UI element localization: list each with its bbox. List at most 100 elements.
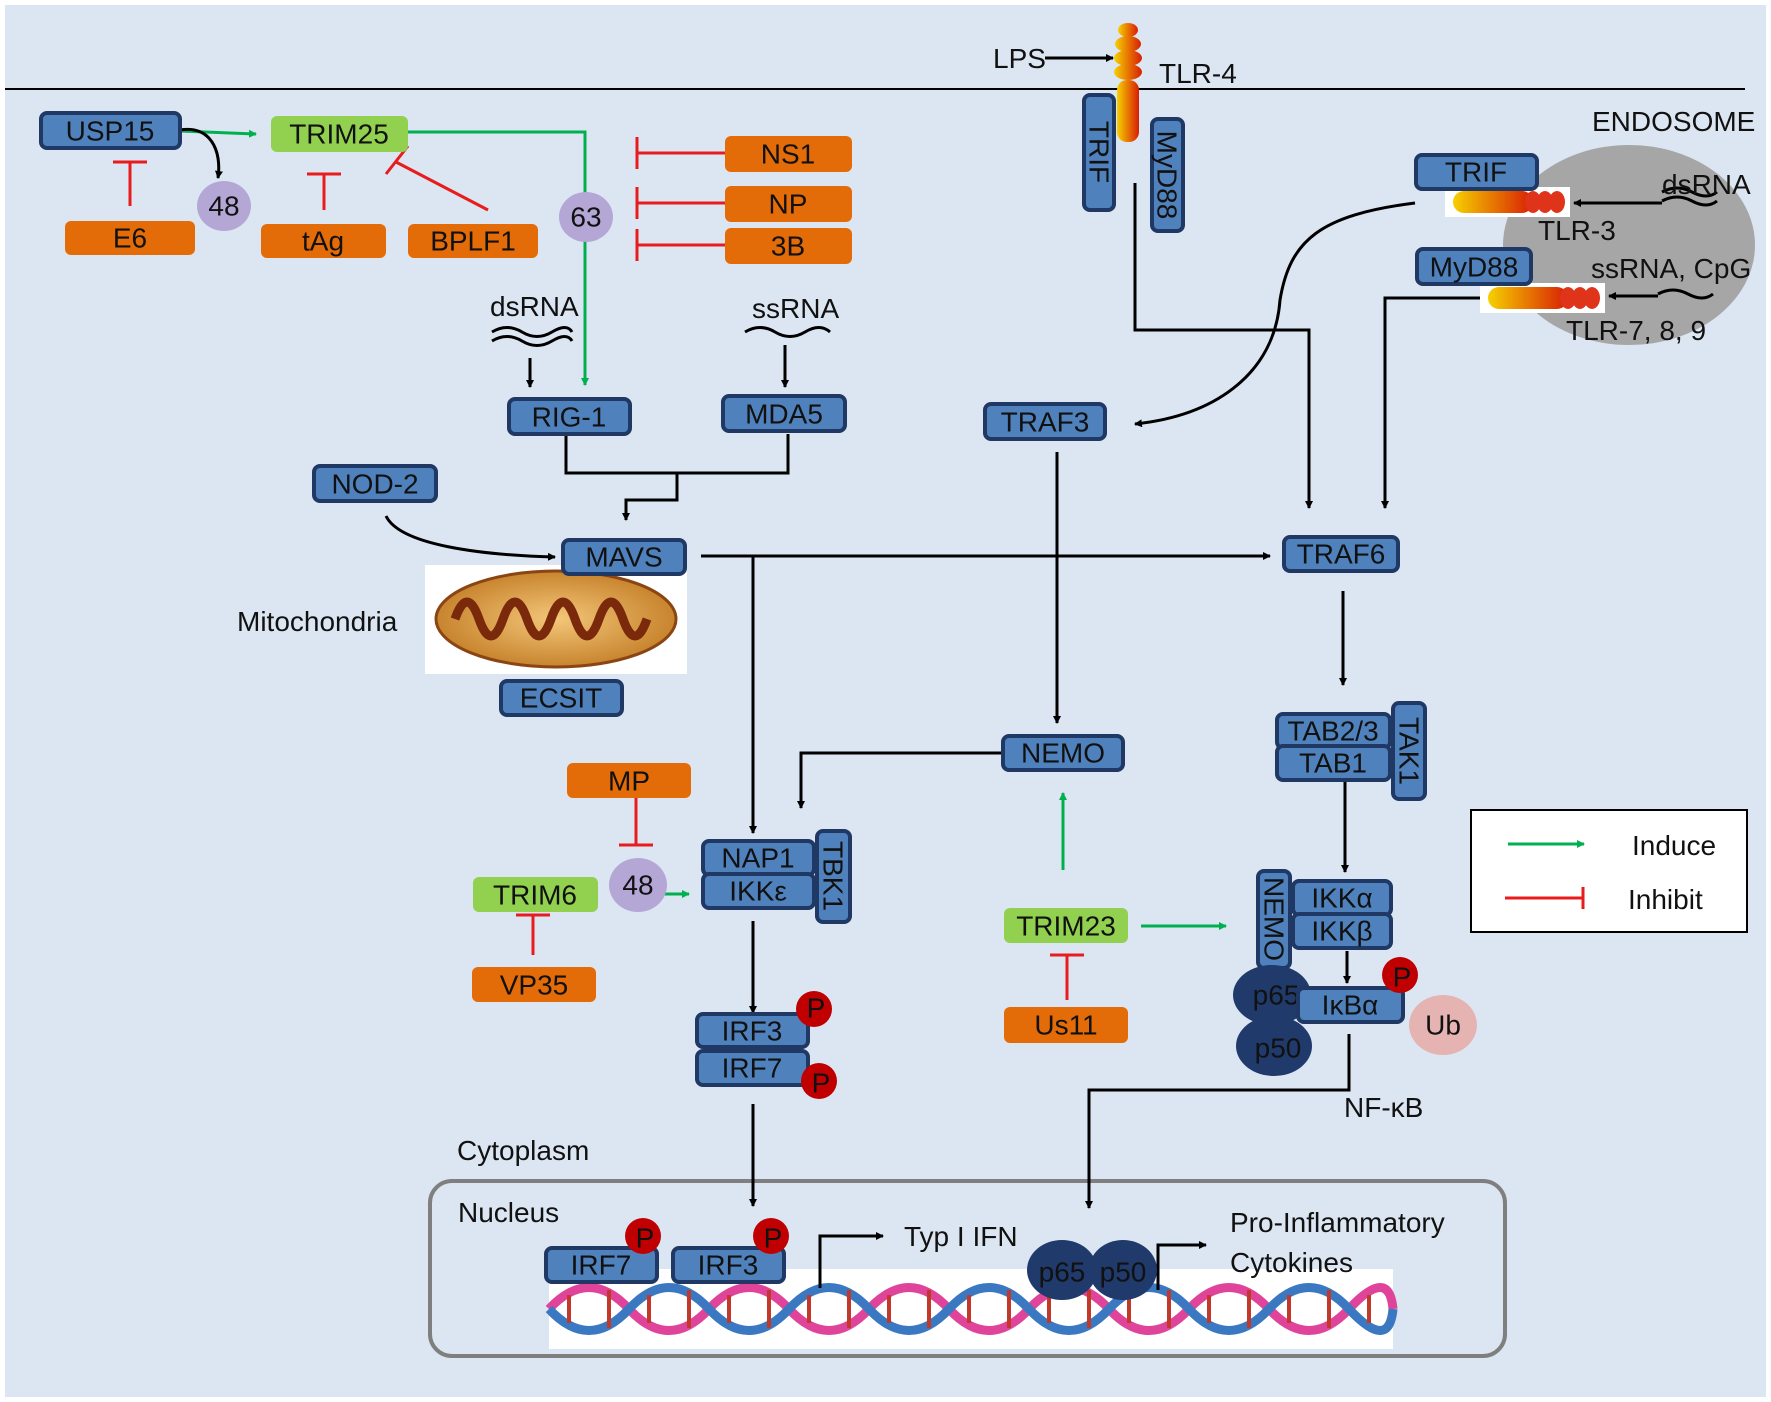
us11-box: Us11 [1004,1007,1128,1043]
svg-text:USP15: USP15 [66,116,155,147]
p50-nuclear: p50 [1089,1240,1157,1300]
tag-box: tAg [261,224,386,258]
p65-cyto: p65 [1233,965,1311,1025]
ikke-box: IKKε [701,872,816,910]
dsrna-label: dsRNA [490,291,579,322]
e6-box: E6 [65,221,195,255]
svg-text:Ub: Ub [1425,1010,1461,1041]
irf3-box: IRF3 [695,1012,810,1049]
p65-nuclear: p65 [1027,1240,1097,1300]
irf3-nuclear-phospho: P [753,1218,789,1254]
ikba-box: IκBα [1296,986,1405,1024]
svg-text:48: 48 [622,870,653,901]
pro-inflammatory-label: Pro-Inflammatory [1230,1207,1445,1238]
tab1-box: TAB1 [1275,744,1392,782]
traf6-box: TRAF6 [1282,535,1400,573]
svg-text:TRAF6: TRAF6 [1297,539,1386,570]
irf3-phospho: P [796,991,832,1027]
trim25-box: TRIM25 [271,116,408,152]
svg-text:NP: NP [769,189,808,220]
tlr4-receptor [1114,23,1142,142]
svg-text:TAB1: TAB1 [1299,748,1367,779]
np-box: NP [725,186,852,222]
cytokines-label: Cytokines [1230,1247,1353,1278]
tab23-box: TAB2/3 [1275,712,1392,750]
tlr3-receptor [1445,187,1570,217]
k63-ubiquitin-chain: 63 [559,192,613,242]
svg-text:TRIM6: TRIM6 [493,880,577,911]
svg-text:IκBα: IκBα [1322,990,1379,1021]
ssrna-label: ssRNA [752,293,839,324]
svg-text:tAg: tAg [302,226,344,257]
svg-text:Us11: Us11 [1034,1010,1097,1041]
irf7-phospho: P [801,1063,837,1099]
tlr3-label: TLR-3 [1538,215,1616,246]
endosome-dsrna-label: dsRNA [1662,169,1751,200]
svg-text:ECSIT: ECSIT [520,683,602,714]
tbk1-box: TBK1 [815,829,852,924]
trim6-box: TRIM6 [473,877,598,912]
legend: Induce Inhibit [1470,809,1748,933]
mitochondria-label: Mitochondria [237,606,398,637]
myd88-tlr4-box: MyD88 [1150,117,1185,233]
endosome-ssrna-label: ssRNA, CpG [1591,253,1751,284]
svg-text:48: 48 [208,191,239,222]
svg-text:NAP1: NAP1 [721,843,794,874]
svg-text:IKKα: IKKα [1311,883,1372,914]
svg-text:NS1: NS1 [761,139,815,170]
irf3-nuclear-box: IRF3 [671,1246,786,1284]
rig1-box: RIG-1 [507,397,632,436]
traf3-box: TRAF3 [983,402,1107,441]
ikba-phospho: P [1382,957,1418,993]
svg-text:63: 63 [570,202,601,233]
3b-box: 3B [725,228,852,264]
svg-text:IKKε: IKKε [729,876,787,907]
nap1-box: NAP1 [701,839,816,877]
svg-text:TRIF: TRIF [1445,157,1507,188]
svg-text:TRAF3: TRAF3 [1001,407,1090,438]
svg-text:TRIM25: TRIM25 [289,119,389,150]
ikka-box: IKKα [1291,879,1393,917]
ikba-ubiquitin: Ub [1409,995,1477,1055]
svg-text:E6: E6 [113,223,147,254]
nod2-box: NOD-2 [312,464,438,503]
tlr4-label: TLR-4 [1159,58,1237,89]
tak1-box: TAK1 [1391,701,1427,801]
svg-text:BPLF1: BPLF1 [430,226,516,257]
svg-text:TBK1: TBK1 [818,841,849,911]
svg-text:MDA5: MDA5 [745,399,823,430]
irf7-nuclear-phospho: P [625,1218,661,1254]
svg-text:IRF3: IRF3 [698,1250,759,1281]
svg-text:TRIF: TRIF [1084,121,1115,183]
svg-text:TAB2/3: TAB2/3 [1287,716,1378,747]
endosome-label: ENDOSOME [1592,106,1755,137]
svg-text:MyD88: MyD88 [1430,252,1519,283]
trim23-box: TRIM23 [1004,908,1128,943]
ns1-box: NS1 [725,136,852,172]
cytoplasm-label: Cytoplasm [457,1135,589,1166]
typ-ifn-label: Typ I IFN [904,1221,1018,1252]
mavs-box: MAVS [561,538,687,576]
svg-text:VP35: VP35 [500,970,569,1001]
trif-tlr4-box: TRIF [1082,93,1116,212]
nfkb-label: NF-κB [1344,1092,1423,1123]
mp-box: MP [567,763,691,798]
svg-text:P: P [1393,962,1412,993]
svg-text:NEMO: NEMO [1021,738,1105,769]
ecsit-box: ECSIT [499,679,624,717]
nucleus-label: Nucleus [458,1197,559,1228]
svg-text:NOD-2: NOD-2 [331,469,418,500]
svg-text:IRF3: IRF3 [722,1016,783,1047]
nucleus-compartment [428,1179,1507,1358]
svg-text:IKKβ: IKKβ [1311,916,1372,947]
svg-text:RIG-1: RIG-1 [532,402,607,433]
svg-text:MP: MP [608,766,650,797]
myd88-endosome-box: MyD88 [1415,247,1533,286]
irf7-box: IRF7 [695,1049,810,1087]
svg-text:IRF7: IRF7 [722,1053,783,1084]
svg-text:p50: p50 [1255,1033,1302,1064]
svg-text:P: P [764,1223,783,1254]
svg-text:MyD88: MyD88 [1152,131,1183,220]
trif-endosome-box: TRIF [1414,153,1539,191]
